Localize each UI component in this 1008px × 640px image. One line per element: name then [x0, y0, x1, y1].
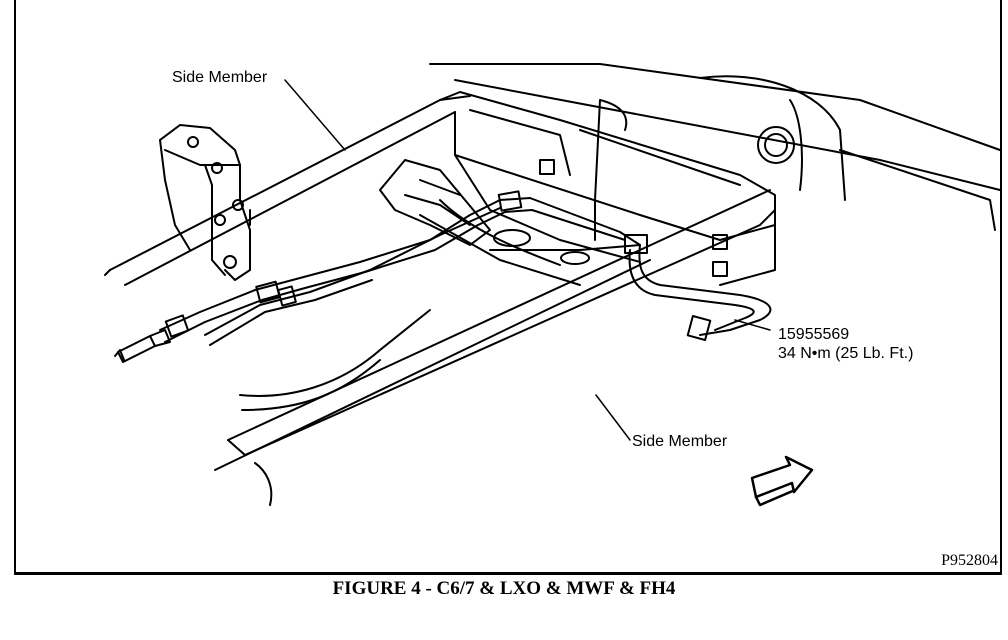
frame-rail-line-diagram	[104, 63, 1001, 507]
shield-plate	[379, 159, 491, 246]
brake-lines	[159, 99, 772, 346]
figure-caption: FIGURE 4 - C6/7 & LXO & MWF & FH4	[332, 578, 676, 599]
line-end-connector	[114, 329, 171, 363]
side-member-upper-label: Side Member	[172, 69, 268, 86]
figure-frame	[14, 0, 1002, 575]
crossmember	[419, 91, 776, 286]
torque-spec-label: 34 N•m (25 Lb. Ft.)	[778, 345, 914, 362]
body-panel	[429, 63, 1001, 231]
side-member-lower-label: Side Member	[632, 433, 728, 450]
part-number-label: 15955569	[778, 326, 850, 343]
direction-arrow-icon	[750, 455, 814, 507]
figure-code: P952804	[941, 552, 998, 569]
callout-leaders	[284, 79, 771, 441]
fittings	[164, 159, 728, 341]
mounting-bracket	[159, 124, 251, 281]
